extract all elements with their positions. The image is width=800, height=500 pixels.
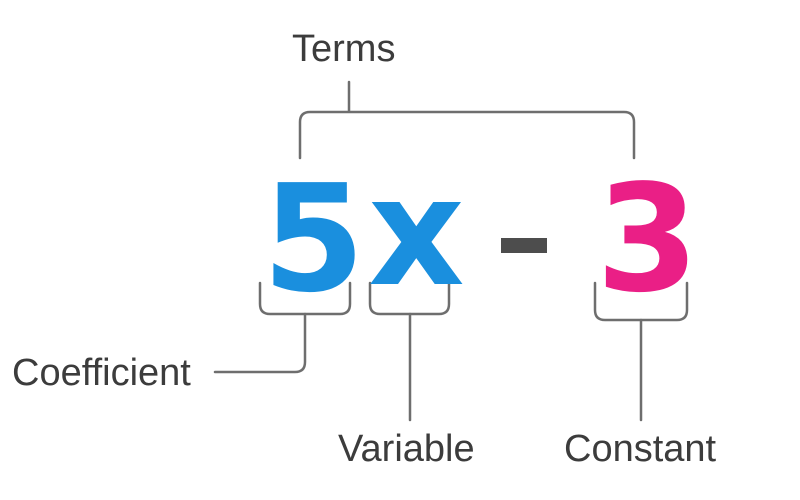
- terms-label: Terms: [292, 28, 396, 70]
- constant-label: Constant: [564, 428, 717, 470]
- variable-label: Variable: [338, 428, 475, 470]
- terms-bracket: [298, 80, 636, 160]
- coefficient-leader: [213, 312, 307, 374]
- constant-number: 3: [596, 153, 699, 325]
- minus-operator: [501, 238, 547, 253]
- variable-letter: x: [368, 146, 465, 320]
- coefficient-number: 5: [262, 153, 365, 325]
- coefficient-label: Coefficient: [12, 352, 191, 394]
